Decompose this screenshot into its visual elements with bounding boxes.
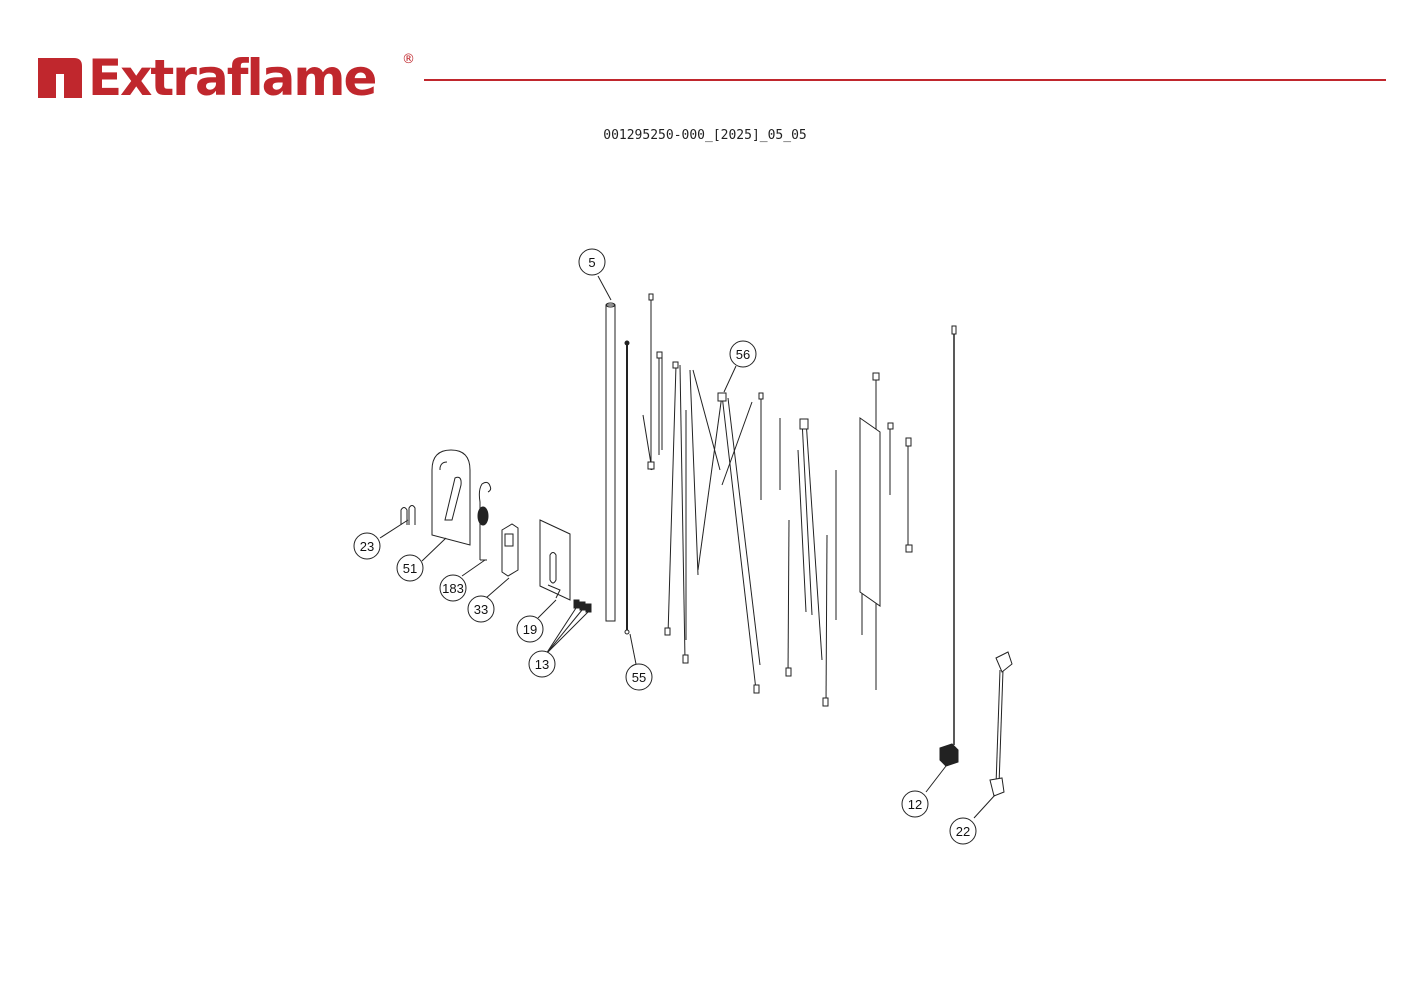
document-code: 001295250-000_[2025]_05_05 (603, 128, 807, 143)
callout-22: 22 (949, 817, 977, 845)
svg-text:13: 13 (535, 657, 549, 672)
part-plate (539, 519, 571, 601)
callout-183: 183 (439, 574, 467, 602)
svg-text:5: 5 (588, 255, 595, 270)
callout-55: 55 (625, 663, 653, 691)
svg-text:23: 23 (360, 539, 374, 554)
callout-51: 51 (396, 554, 424, 582)
svg-text:56: 56 (736, 347, 750, 362)
callout-19: 19 (516, 615, 544, 643)
svg-text:33: 33 (474, 602, 488, 617)
part-power-cable (989, 651, 1013, 797)
callout-56: 56 (729, 340, 757, 368)
wiring-harnesses (642, 298, 909, 706)
callout-12: 12 (901, 790, 929, 818)
callout-33: 33 (467, 595, 495, 623)
callout-23: 23 (353, 532, 381, 560)
registered-mark: ® (402, 52, 415, 67)
extraflame-logo-icon (38, 58, 82, 98)
part-fittings (545, 599, 592, 655)
part-panel-strip (859, 417, 881, 607)
page-header: Extraflame ® (0, 0, 1410, 120)
part-tube (605, 302, 616, 622)
harness-connectors (647, 293, 913, 707)
svg-text:22: 22 (956, 824, 970, 839)
svg-text:183: 183 (442, 581, 464, 596)
callout-13: 13 (528, 650, 556, 678)
part-remote (501, 523, 519, 577)
brand-logo: Extraflame (34, 49, 377, 107)
header-divider (424, 79, 1386, 81)
part-rod (624, 340, 630, 635)
svg-text:55: 55 (632, 670, 646, 685)
callout-labels: 5 56 23 51 183 33 19 13 55 12 22 (353, 248, 977, 845)
part-sensor (939, 325, 959, 767)
part-hook-cable (477, 481, 492, 561)
svg-text:12: 12 (908, 797, 922, 812)
brand-name: Extraflame (88, 49, 377, 107)
part-arched-panel (431, 449, 471, 546)
leader-lines (379, 275, 996, 819)
svg-text:51: 51 (403, 561, 417, 576)
part-clip (400, 505, 416, 525)
svg-text:19: 19 (523, 622, 537, 637)
callout-5: 5 (578, 248, 606, 276)
